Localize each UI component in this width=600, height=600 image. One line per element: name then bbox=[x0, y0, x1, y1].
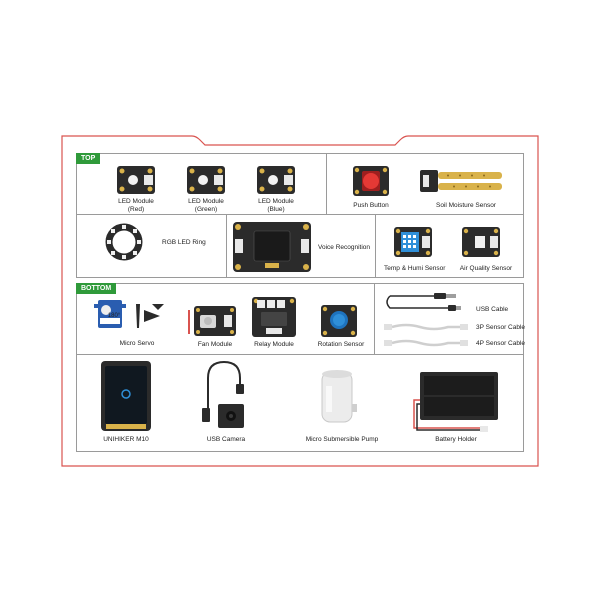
usb-camera-icon bbox=[202, 360, 244, 428]
temp-humi-sensor[interactable] bbox=[393, 226, 433, 258]
usb-cable[interactable] bbox=[384, 290, 468, 314]
usb-camera-label: USB Camera bbox=[206, 436, 246, 443]
pump-icon bbox=[321, 370, 357, 423]
soil-moisture-sensor[interactable] bbox=[420, 166, 504, 196]
servo-angle-label: 180° bbox=[107, 313, 121, 319]
micro-submersible-pump[interactable] bbox=[316, 366, 358, 428]
rgb-ring-icon bbox=[105, 223, 143, 261]
usb-camera[interactable] bbox=[196, 358, 252, 430]
sensor-cable-icon bbox=[384, 339, 468, 347]
led-red-label: LED Module(Red) bbox=[118, 198, 154, 213]
air-quality-sensor[interactable] bbox=[461, 226, 501, 258]
relay-module-icon bbox=[252, 297, 296, 337]
unihiker-board-icon bbox=[101, 361, 151, 431]
voice-board-icon bbox=[233, 222, 311, 272]
rotation-sensor-icon bbox=[321, 305, 357, 337]
led-module-red[interactable] bbox=[116, 165, 156, 195]
rotation-sensor[interactable] bbox=[320, 304, 358, 338]
led-module-icon bbox=[257, 166, 295, 194]
micro-servo-icon bbox=[94, 300, 164, 328]
led-module-blue[interactable] bbox=[256, 165, 296, 195]
led-module-green[interactable] bbox=[186, 165, 226, 195]
rgb-ring-label: RGB LED Ring bbox=[162, 239, 206, 246]
usb-cable-label: USB Cable bbox=[476, 306, 509, 313]
fan-module-icon bbox=[188, 306, 236, 336]
rgb-led-ring[interactable] bbox=[104, 222, 144, 262]
micro-servo[interactable] bbox=[92, 296, 168, 334]
micro-servo-label: Micro Servo bbox=[119, 340, 155, 347]
rgb-ring-cell bbox=[76, 214, 227, 278]
top-section-tag: TOP bbox=[76, 153, 101, 164]
4p-sensor-cable-label: 4P Sensor Cable bbox=[476, 340, 526, 347]
unihiker-board[interactable] bbox=[100, 360, 152, 432]
push-button-module[interactable] bbox=[352, 165, 390, 197]
push-button-icon bbox=[353, 166, 389, 196]
bottom-section-tag: BOTTOM bbox=[76, 283, 117, 294]
temp-humi-board-icon bbox=[394, 227, 432, 257]
battery-holder[interactable] bbox=[410, 370, 500, 434]
fan-module[interactable] bbox=[188, 304, 238, 338]
3p-sensor-cable[interactable] bbox=[384, 322, 468, 332]
led-module-icon bbox=[117, 166, 155, 194]
3p-sensor-cable-label: 3P Sensor Cable bbox=[476, 324, 526, 331]
usb-cable-icon bbox=[386, 293, 461, 311]
battery-holder-label: Battery Holder bbox=[435, 436, 477, 443]
voice-recognition-label: Voice Recognition bbox=[318, 244, 371, 251]
voice-recognition-module[interactable] bbox=[232, 221, 312, 273]
sensor-cable-icon bbox=[384, 323, 468, 331]
led-module-icon bbox=[187, 166, 225, 194]
led-blue-label: LED Module(Blue) bbox=[258, 198, 294, 213]
push-button-label: Push Button bbox=[353, 202, 389, 209]
rotation-sensor-label: Rotation Sensor bbox=[317, 341, 365, 348]
unihiker-label: UNIHIKER M10 bbox=[103, 436, 149, 443]
air-quality-label: Air Quality Sensor bbox=[459, 265, 513, 272]
led-green-label: LED Module(Green) bbox=[188, 198, 224, 213]
air-quality-board-icon bbox=[462, 227, 500, 257]
relay-module-label: Relay Module bbox=[254, 341, 294, 348]
battery-holder-icon bbox=[413, 372, 498, 432]
pump-label: Micro Submersible Pump bbox=[305, 436, 379, 443]
relay-module[interactable] bbox=[251, 296, 297, 338]
4p-sensor-cable[interactable] bbox=[384, 338, 468, 348]
soil-moisture-label: Soil Moisture Sensor bbox=[436, 202, 496, 209]
fan-module-label: Fan Module bbox=[197, 341, 233, 348]
temp-humi-label: Temp & Humi Sensor bbox=[384, 265, 446, 272]
soil-moisture-probe-icon bbox=[420, 170, 502, 192]
